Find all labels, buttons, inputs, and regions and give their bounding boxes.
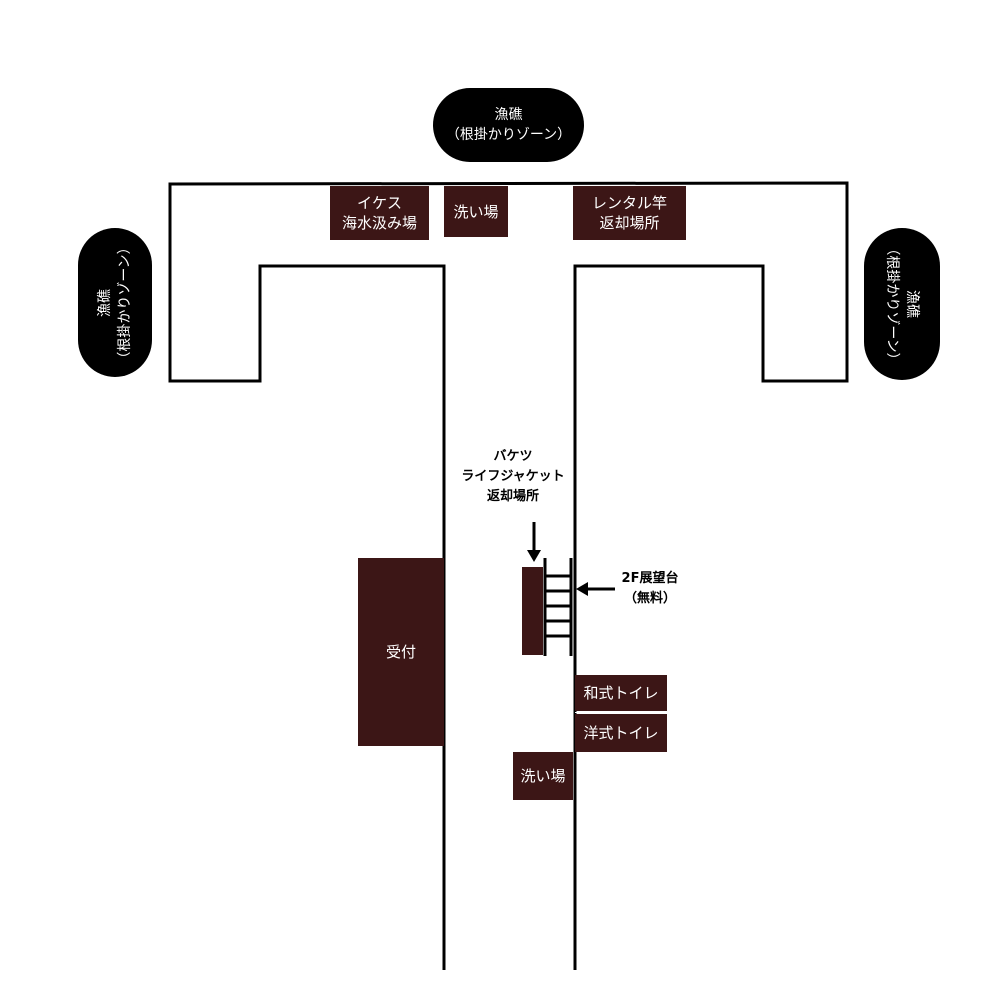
observation-deck-label: 2F展望台 （無料） [621, 571, 679, 606]
fishing-reef-zone-left-label: 漁礁 （根掛かりゾーン） [97, 239, 133, 366]
toilet-divider [575, 712, 667, 713]
bucket-life-jacket-return-label: バケツ ライフジャケット 返却場所 [461, 449, 565, 504]
pier-outline-left [168, 181, 849, 970]
wash-area-top: 洗い場 [444, 186, 508, 237]
reception: 受付 [358, 558, 444, 746]
bucket-return-box [522, 567, 543, 655]
western-toilet: 洋式トイレ [575, 714, 667, 752]
fishing-reef-zone-top: 漁礁 （根掛かりゾーン） [433, 88, 584, 162]
ikesu-seawater-station: イケス 海水汲み場 [330, 186, 429, 240]
japanese-toilet: 和式トイレ [575, 675, 667, 711]
bucket-return-arrow [527, 522, 541, 562]
wash-area-bottom: 洗い場 [513, 752, 573, 800]
fishing-reef-zone-right-label: 漁礁 （根掛かりゾーン） [884, 241, 920, 367]
staircase [543, 558, 573, 656]
fishing-reef-zone-left: 漁礁 （根掛かりゾーン） [78, 228, 152, 377]
fishing-reef-zone-right: 漁礁 （根掛かりゾーン） [864, 228, 940, 380]
observation-deck-arrow [576, 582, 615, 596]
rental-rod-return: レンタル竿 返却場所 [573, 186, 686, 240]
